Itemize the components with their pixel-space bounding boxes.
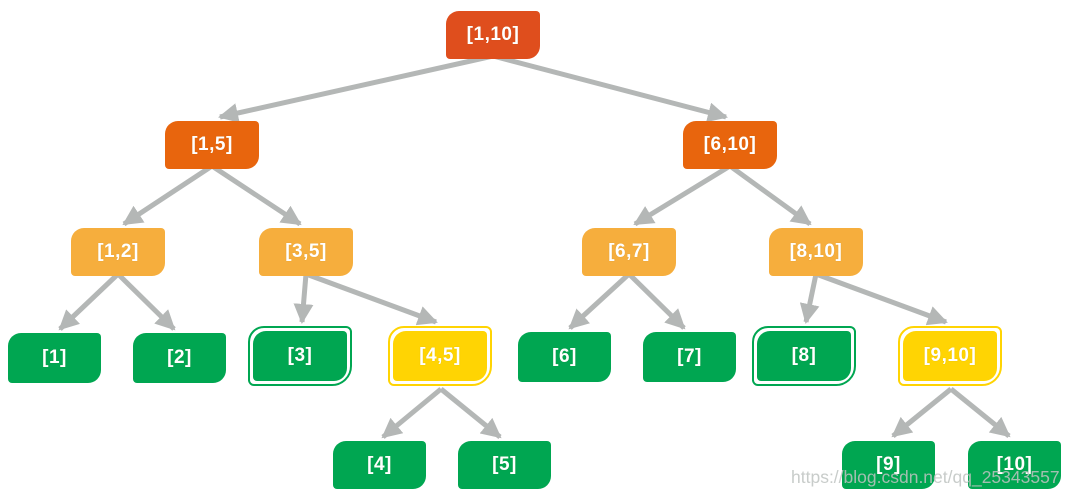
tree-node-9-10: [9,10] <box>903 331 997 381</box>
arrow-1-10-to-1-5 <box>218 53 494 123</box>
tree-node-8: [8] <box>757 331 851 381</box>
arrow-4-5-to-4 <box>381 387 443 439</box>
node-label: [4] <box>367 454 392 475</box>
arrow-9-10-to-10 <box>949 387 1011 438</box>
tree-node-1-5: [1,5] <box>165 121 259 169</box>
tree-node-5: [5] <box>458 441 551 489</box>
tree-node-3: [3] <box>253 331 347 381</box>
tree-node-1-2: [1,2] <box>71 228 165 276</box>
tree-node-8-10: [8,10] <box>769 228 863 276</box>
node-label: [7] <box>677 346 702 367</box>
arrow-9-10-to-9 <box>891 387 953 438</box>
tree-node-9: [9] <box>842 441 935 489</box>
node-label: [3] <box>287 345 313 366</box>
arrow-1-2-to-2 <box>116 272 176 331</box>
arrow-8-10-to-9-10 <box>815 271 948 326</box>
node-label: [1] <box>42 347 67 368</box>
csdn-watermark: https://blog.csdn.net/qq_25343557 <box>791 467 1060 487</box>
node-label: [6,10] <box>703 134 757 155</box>
tree-node-6-7: [6,7] <box>582 228 676 276</box>
node-label: [8,10] <box>789 241 843 262</box>
node-label: [9,10] <box>923 345 977 366</box>
arrow-1-5-to-1-2 <box>122 163 214 227</box>
node-label: [6] <box>552 346 577 367</box>
arrow-6-10-to-8-10 <box>728 163 812 227</box>
arrow-3-5-to-4-5 <box>305 271 438 326</box>
tree-node-8-highlight-outline: [8] <box>752 326 856 386</box>
arrow-6-10-to-6-7 <box>633 163 732 227</box>
node-label: [5] <box>492 454 517 475</box>
arrow-6-7-to-6 <box>568 272 631 330</box>
arrow-8-10-to-8 <box>799 273 820 324</box>
tree-node-4: [4] <box>333 441 426 489</box>
tree-node-1: [1] <box>8 333 101 383</box>
tree-node-6: [6] <box>518 332 611 382</box>
tree-node-9-10-highlight-outline: [9,10] <box>898 326 1002 386</box>
tree-node-6-10: [6,10] <box>683 121 777 169</box>
tree-node-2: [2] <box>133 333 226 383</box>
node-label: [1,5] <box>191 134 233 155</box>
arrow-4-5-to-5 <box>439 387 502 439</box>
arrow-1-2-to-1 <box>58 272 120 331</box>
tree-node-3-highlight-outline: [3] <box>248 326 352 386</box>
arrow-3-5-to-3 <box>293 273 314 324</box>
node-label: [9] <box>876 454 901 475</box>
tree-node-4-5: [4,5] <box>393 331 487 381</box>
node-label: [6,7] <box>608 241 650 262</box>
tree-node-1-10: [1,10] <box>446 11 540 59</box>
node-label: [10] <box>996 454 1033 475</box>
node-label: [4,5] <box>419 345 461 366</box>
arrow-1-10-to-6-10 <box>492 53 728 123</box>
node-label: [1,2] <box>97 241 139 262</box>
tree-node-3-5: [3,5] <box>259 228 353 276</box>
arrow-6-7-to-7 <box>627 272 686 330</box>
node-label: [3,5] <box>285 241 327 262</box>
arrow-1-5-to-3-5 <box>210 163 302 227</box>
node-label: [1,10] <box>466 24 520 45</box>
node-label: [8] <box>791 345 817 366</box>
tree-node-4-5-highlight-outline: [4,5] <box>388 326 492 386</box>
tree-node-7: [7] <box>643 332 736 382</box>
tree-node-10: [10] <box>968 441 1061 489</box>
node-label: [2] <box>167 347 192 368</box>
